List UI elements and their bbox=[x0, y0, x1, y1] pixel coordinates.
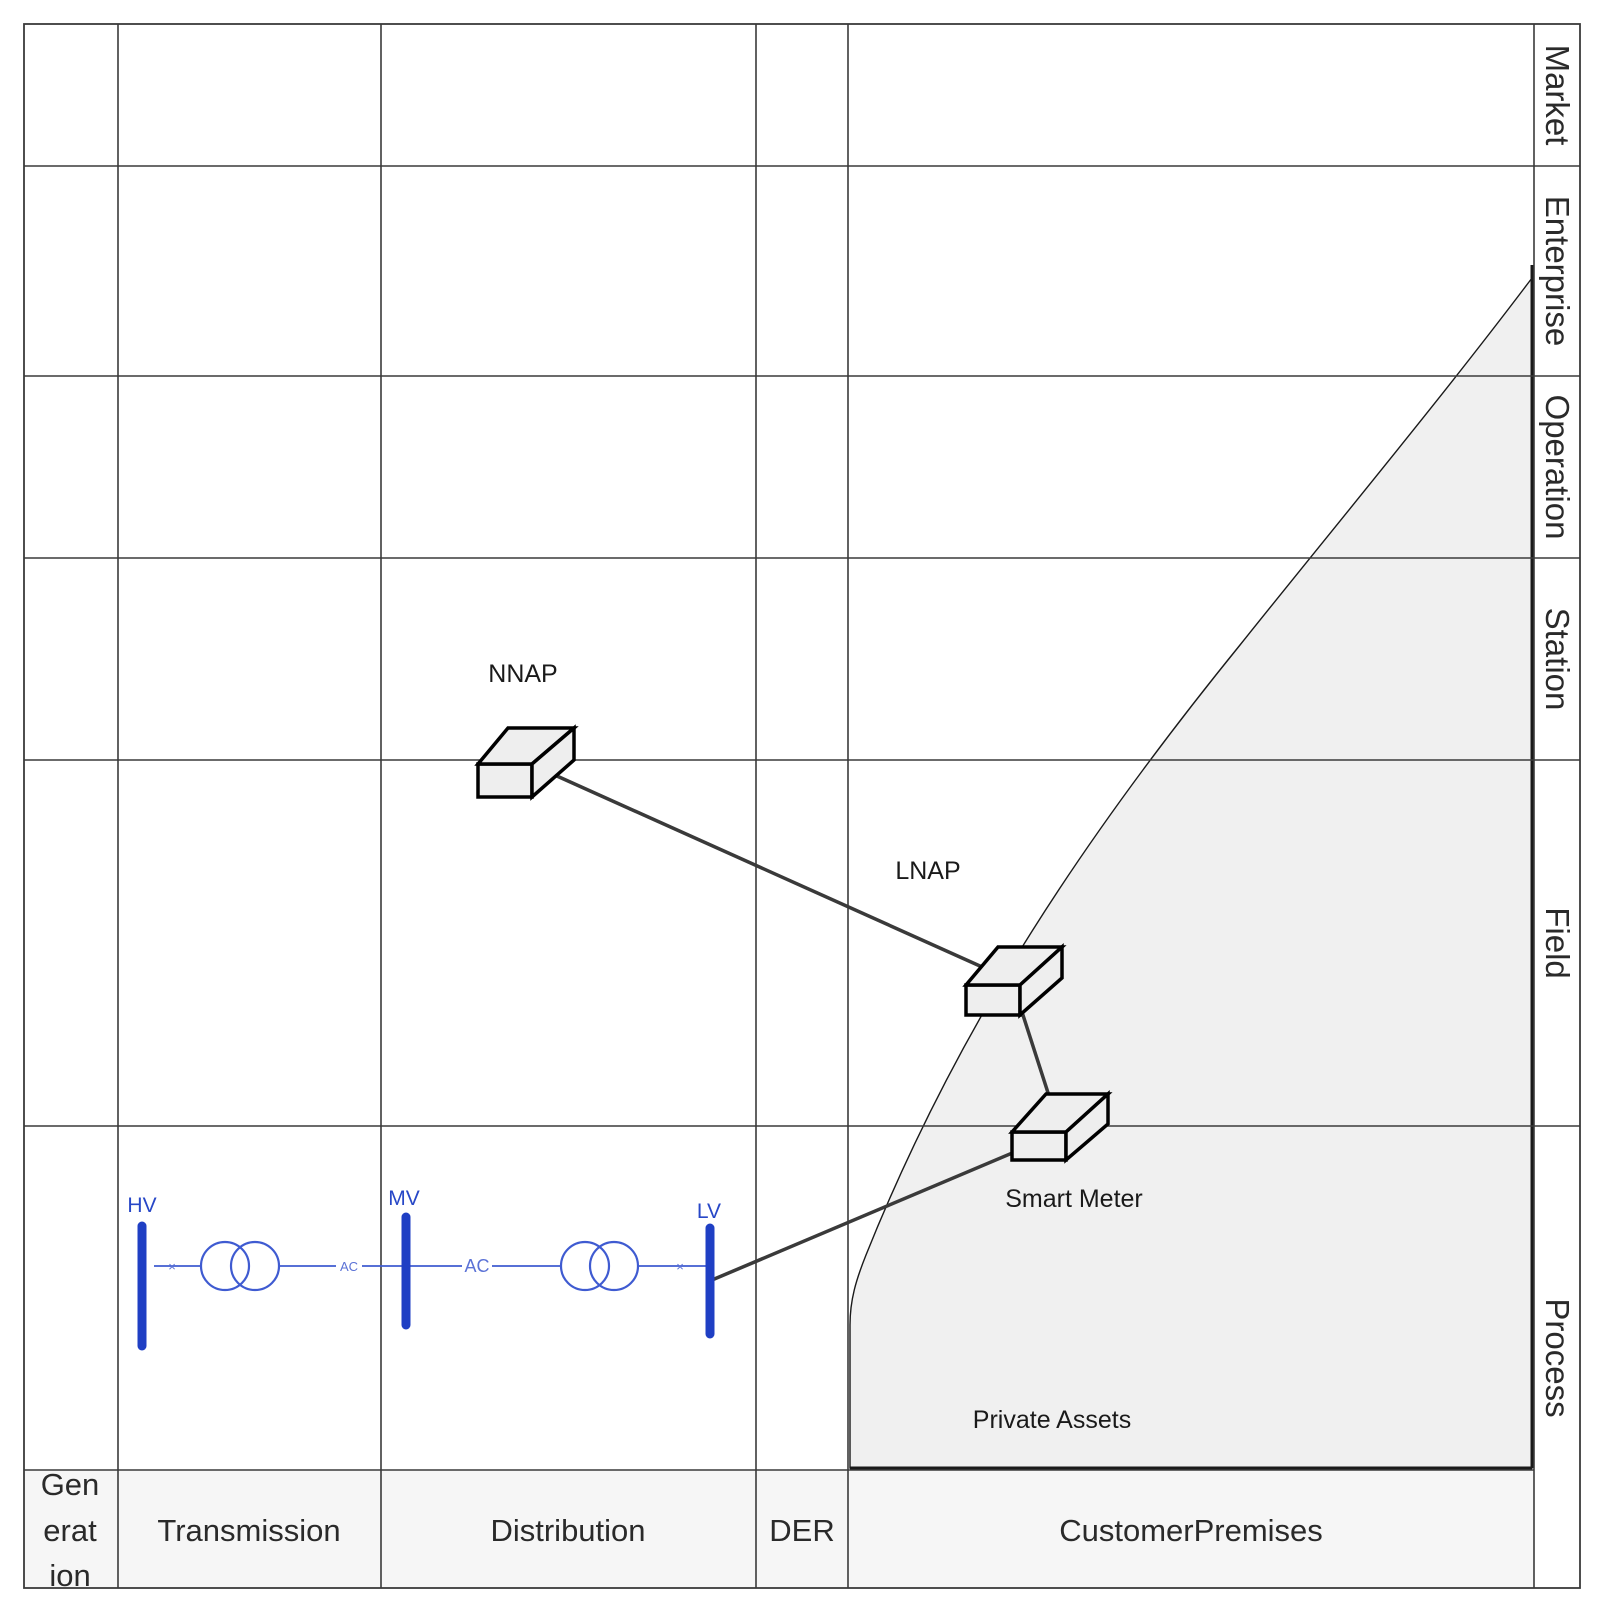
smart-meter-label: Smart Meter bbox=[1005, 1185, 1143, 1213]
zone-field-label: Field bbox=[1539, 907, 1576, 979]
transformer-hv-mv-secondary bbox=[229, 1240, 281, 1292]
lnap-label: LNAP bbox=[895, 857, 960, 885]
zone-enterprise-label: Enterprise bbox=[1539, 196, 1576, 346]
zone-market-label: Market bbox=[1539, 45, 1576, 146]
transformer-mv-lv-secondary bbox=[588, 1240, 640, 1292]
domain-generation-label-line2: erat bbox=[43, 1513, 97, 1548]
single-line-diagram: × × AC AC bbox=[137, 1212, 715, 1351]
breaker-lv-mark: × bbox=[676, 1259, 684, 1274]
domain-transmission-label: Transmission bbox=[157, 1513, 340, 1548]
mv-label: MV bbox=[388, 1187, 420, 1210]
grid-lines bbox=[24, 24, 1580, 1588]
transformer-mv-lv-primary bbox=[559, 1240, 611, 1292]
link-nnap-lnap bbox=[547, 770, 1001, 977]
link-lv-smart-meter bbox=[711, 1130, 1063, 1282]
zone-process-label: Process bbox=[1539, 1298, 1576, 1417]
outer-frame bbox=[23, 23, 1581, 1589]
private-assets-region bbox=[849, 275, 1533, 1469]
domain-der-label: DER bbox=[769, 1513, 834, 1548]
breaker-hv-mark: × bbox=[168, 1259, 176, 1274]
transformer-hv-mv-primary bbox=[199, 1240, 251, 1292]
zone-station-label: Station bbox=[1539, 608, 1576, 711]
zone-operation-label: Operation bbox=[1539, 395, 1576, 540]
nnap-label: NNAP bbox=[488, 660, 557, 688]
domain-strip bbox=[24, 1470, 1534, 1587]
ac-small-label: AC bbox=[340, 1259, 358, 1274]
lv-label: LV bbox=[697, 1200, 721, 1223]
private-assets-label: Private Assets bbox=[973, 1406, 1131, 1434]
domain-customer-premises-label: CustomerPremises bbox=[1059, 1513, 1323, 1548]
lnap-device[interactable] bbox=[962, 943, 1067, 1019]
smart-meter-device[interactable] bbox=[1008, 1090, 1113, 1164]
ac-large-label: AC bbox=[464, 1256, 489, 1276]
domain-generation-label-line1: Gen bbox=[41, 1467, 100, 1502]
domain-distribution-label: Distribution bbox=[490, 1513, 645, 1548]
domain-generation-label-line3: ion bbox=[49, 1558, 90, 1593]
hv-label: HV bbox=[127, 1194, 156, 1217]
nnap-device[interactable] bbox=[474, 724, 579, 801]
